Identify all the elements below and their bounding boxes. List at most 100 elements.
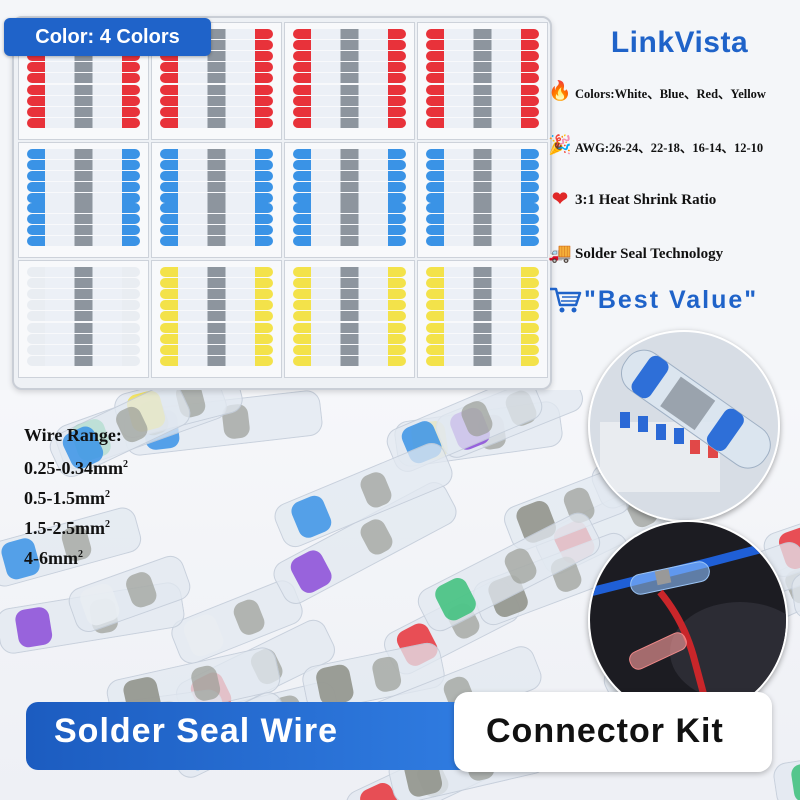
connector-tube [160, 159, 273, 170]
connector-seal-ring [180, 611, 227, 660]
connector-tube [27, 95, 140, 106]
connector-tube [426, 333, 539, 344]
brand-logo: LinkVista [610, 26, 749, 59]
box-compartment [284, 22, 415, 140]
fire-icon: 🔥 [548, 81, 572, 102]
connector-solder-band [356, 469, 394, 511]
feature-awg: 🎉 AWG:26-24、22-18、16-14、12-10 [548, 134, 763, 158]
connector-tube [160, 344, 273, 355]
connector-tube [293, 289, 406, 300]
box-compartment [417, 22, 548, 140]
connector-tube [160, 95, 273, 106]
connector-tube [27, 51, 140, 62]
box-compartment [151, 260, 282, 378]
connector-tube [160, 62, 273, 73]
connector-tube [293, 267, 406, 277]
connector-tube [293, 117, 406, 128]
connector-seal-ring [431, 574, 480, 624]
connector-tube [27, 159, 140, 170]
connector-solder-band [124, 569, 160, 611]
connector-tube [293, 355, 406, 366]
box-compartment [151, 22, 282, 140]
connector-tube [160, 73, 273, 84]
wire-range-list: Wire Range: 0.25-0.34mm2 0.5-1.5mm2 1.5-… [24, 420, 174, 570]
closeup-wire-photo [588, 520, 788, 720]
connector-tube [27, 344, 140, 355]
connector-tube [27, 333, 140, 344]
wire-joint-closeup [590, 522, 786, 718]
connector-tube [160, 29, 273, 39]
connector-tube [293, 84, 406, 95]
wire-range-item: 0.25-0.34mm2 [24, 458, 128, 478]
connector-tube [293, 62, 406, 73]
connector-tube [27, 300, 140, 311]
connector-tube [426, 95, 539, 106]
box-compartment [284, 260, 415, 378]
scattered-connector [771, 737, 800, 800]
box-compartment [284, 142, 415, 258]
connector-tube [426, 117, 539, 128]
connector-tube [293, 333, 406, 344]
shopping-cart-icon [550, 287, 582, 313]
connector-tube [160, 192, 273, 203]
connector-tube [426, 84, 539, 95]
wire-range-item: 1.5-2.5mm2 [24, 518, 110, 538]
blue-connector-closeup [590, 332, 778, 520]
connector-seal-ring [287, 546, 336, 597]
connector-seal-ring [314, 663, 356, 708]
connector-tube [160, 170, 273, 181]
connector-tube [293, 214, 406, 225]
connector-tube [426, 267, 539, 277]
connector-tube [27, 311, 140, 322]
connector-tube [426, 170, 539, 181]
connector-solder-band [369, 655, 403, 694]
connector-tube [27, 278, 140, 289]
connector-tube [160, 214, 273, 225]
connector-tube [160, 40, 273, 51]
connector-tube [160, 322, 273, 333]
connector-tube [293, 236, 406, 247]
connector-tube [160, 289, 273, 300]
connector-tube [160, 117, 273, 128]
feature-solder-seal: 🚚 Solder Seal Technology [548, 242, 723, 266]
connector-tube [160, 203, 273, 214]
connector-tube [426, 106, 539, 117]
party-popper-icon: 🎉 [548, 135, 572, 156]
connector-tube [160, 51, 273, 62]
connector-seal-ring [789, 760, 800, 800]
connector-tube [293, 73, 406, 84]
connector-tube [27, 73, 140, 84]
connector-tube [426, 40, 539, 51]
connector-tube [293, 40, 406, 51]
connector-tube [426, 225, 539, 236]
connector-storage-box [12, 16, 552, 390]
connector-tube [293, 344, 406, 355]
banner-title-left: Solder Seal Wire [54, 712, 339, 750]
connector-tube [27, 62, 140, 73]
connector-solder-band [357, 515, 397, 559]
connector-tube [426, 236, 539, 247]
connector-solder-band [457, 398, 496, 440]
connector-tube [293, 149, 406, 159]
wire-range-item: 4-6mm2 [24, 548, 83, 568]
connector-tube [27, 322, 140, 333]
connector-tube [426, 278, 539, 289]
connector-tube [160, 267, 273, 277]
connector-tube [293, 322, 406, 333]
connector-tube [27, 214, 140, 225]
connector-tube [293, 181, 406, 192]
color-count-badge: Color: 4 Colors [4, 18, 211, 56]
closeup-connector-photo [588, 330, 780, 522]
connector-tube [426, 322, 539, 333]
box-compartment [18, 142, 149, 258]
connector-tube [160, 181, 273, 192]
feature-shrink-ratio: ❤ 3:1 Heat Shrink Ratio [548, 188, 716, 212]
connector-tube [293, 159, 406, 170]
connector-tube [293, 106, 406, 117]
connector-tube [426, 51, 539, 62]
connector-tube [426, 73, 539, 84]
connector-tube [293, 203, 406, 214]
connector-tube [27, 117, 140, 128]
connector-tube [27, 106, 140, 117]
